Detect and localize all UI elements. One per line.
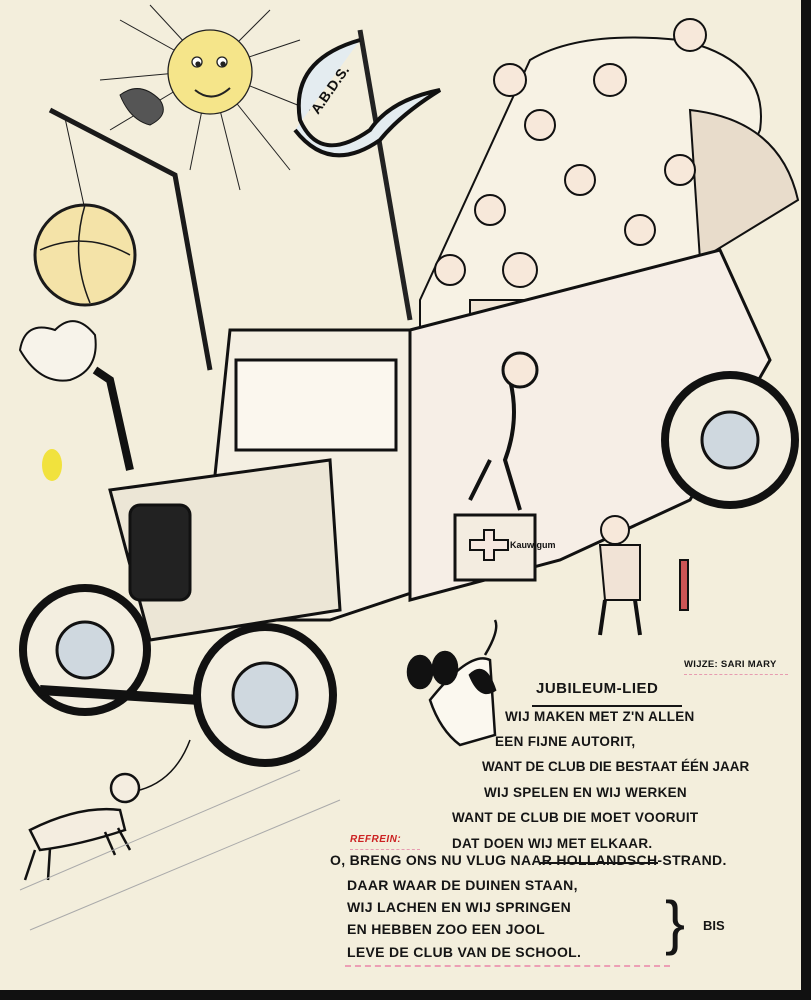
car-body: Kauw gum <box>92 248 772 642</box>
boy-with-pump <box>598 515 689 636</box>
car-wheels <box>19 371 799 767</box>
song-title: Jubileum-Lied <box>536 680 659 697</box>
car-illustration: A.B.D.S. Kauw gum <box>18 4 800 931</box>
ball-on-pole <box>33 88 213 371</box>
repeat-mark: Bis <box>703 918 725 933</box>
club-flag: A.B.D.S. <box>293 29 442 321</box>
refrain-label: Refrein: <box>350 834 402 845</box>
verse-line: Wij spelen en wij werken <box>484 785 687 800</box>
refrain-line: En hebben zoo een jool <box>347 921 545 937</box>
tune-underline <box>684 674 788 675</box>
refrain-underline <box>345 965 670 967</box>
smoke-puff <box>18 320 97 382</box>
verse-divider <box>540 862 658 864</box>
verse-line: Een fijne autorit, <box>495 734 636 749</box>
tune-credit: Wijze: Sari Mary <box>684 659 777 670</box>
spotted-dog <box>406 619 498 747</box>
refrain-line: Daar waar de duinen staan, <box>347 877 578 893</box>
verse-line: Dat doen wij met elkaar. <box>452 836 653 851</box>
refrain-line: O, breng ons nu vlug naar Hollandsch-Str… <box>330 852 727 868</box>
verse-line: Want de club die bestaat één jaar <box>482 759 750 774</box>
title-underline <box>532 705 682 707</box>
yellow-paint-spot <box>42 449 62 481</box>
poster-paper: A.B.D.S. Kauw gum <box>0 0 801 990</box>
sun-icon <box>99 4 311 191</box>
verse-line: Want de club die moet vooruit <box>452 810 699 825</box>
box-label: Kauw gum <box>510 540 556 550</box>
repeat-brace: } <box>665 889 686 956</box>
refrain-label-underline <box>350 849 420 850</box>
verse-line: Wij maken met z'n allen <box>505 709 695 724</box>
refrain-line: Leve de club van de school. <box>347 944 582 960</box>
dachshund <box>23 739 191 881</box>
road-shading <box>19 769 341 931</box>
refrain-line: Wij lachen en wij springen <box>347 899 572 915</box>
